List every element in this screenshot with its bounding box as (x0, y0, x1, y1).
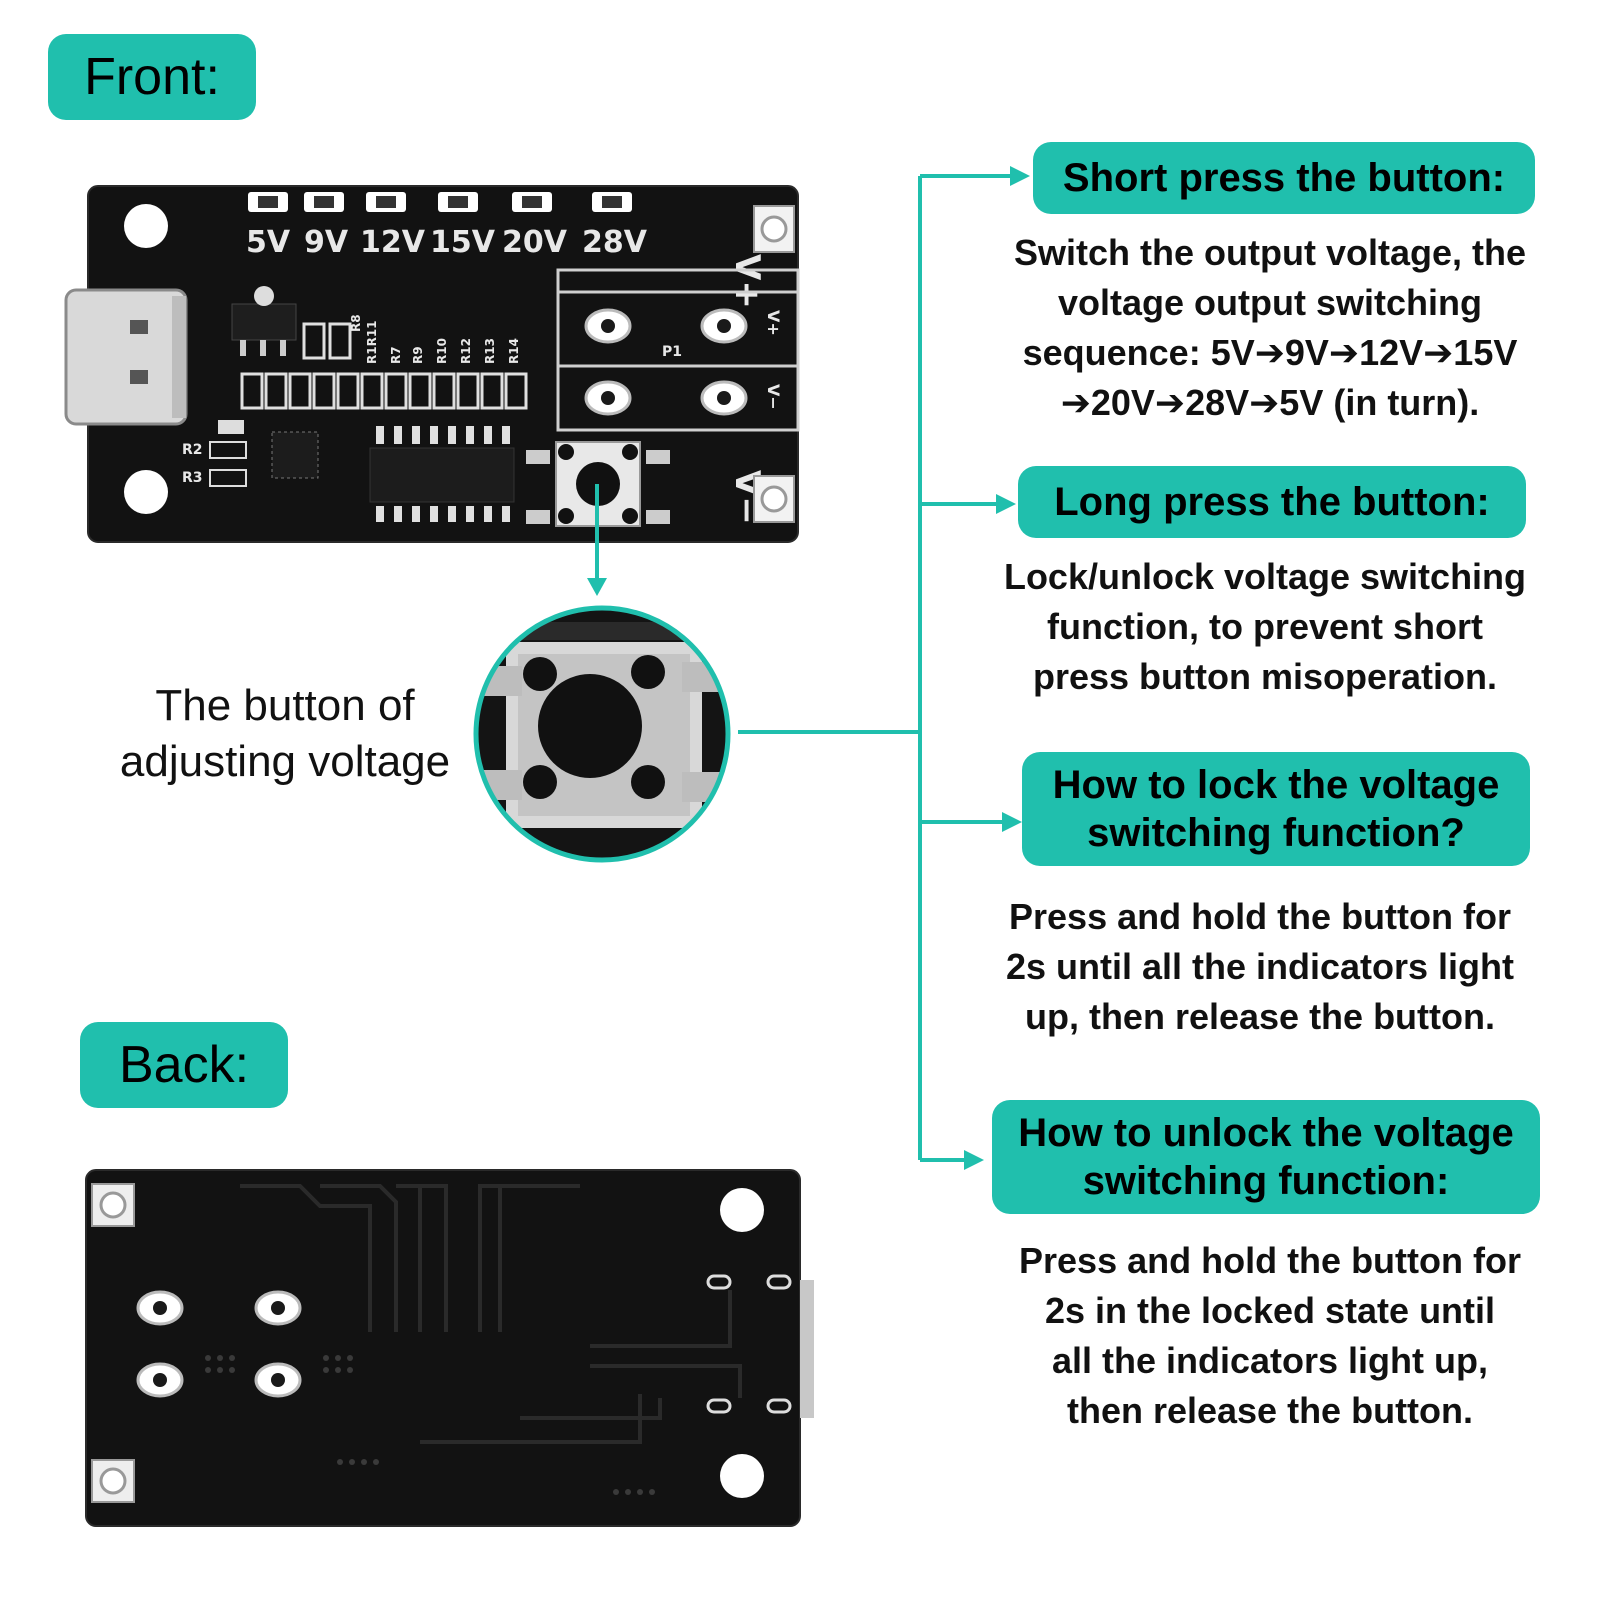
regulator-chip (231, 303, 297, 341)
instruction-body-long-press: Lock/unlock voltage switching function, … (970, 552, 1560, 702)
resistor-label-r1r11: R1R11 (365, 320, 379, 364)
body-line: voltage output switching (1058, 282, 1482, 323)
r2-label: R2 (182, 442, 203, 458)
body-line: all the indicators light up, (1051, 1340, 1489, 1381)
controller-chip (271, 431, 319, 479)
back-board (85, 1169, 814, 1527)
mount-hole (124, 204, 168, 248)
instruction-heading-unlock: How to unlock the voltage switching func… (992, 1100, 1540, 1214)
caption-line: adjusting voltage (119, 737, 451, 786)
resistor-row (240, 322, 528, 410)
terminal-label-plus: V+ (727, 254, 767, 309)
body-line: 2s in the locked state until (1044, 1290, 1496, 1331)
body-line: Lock/unlock voltage switching (1003, 556, 1527, 597)
voltage-label-12v: 12V (360, 225, 426, 260)
resistor-label-r14: R14 (507, 338, 521, 364)
body-line: press button misoperation. (1032, 656, 1498, 697)
body-line: Press and hold the button for (1019, 1240, 1521, 1281)
instruction-heading-lock: How to lock the voltage switching functi… (1022, 752, 1530, 866)
soic-chip (369, 447, 515, 503)
resistor-label-r13: R13 (483, 338, 497, 364)
heading-line: switching function? (1087, 811, 1465, 855)
front-label: Front: (48, 34, 256, 120)
resistor-label-r9: R9 (411, 346, 425, 364)
body-line: ➔20V➔28V➔5V (in turn). (1060, 382, 1480, 423)
mount-hole (124, 470, 168, 514)
front-board: 5V 9V 12V 15V 20V 28V V+ V− P1 V+ V− R8 … (64, 185, 800, 543)
instruction-heading-long-press: Long press the button: (1018, 466, 1526, 538)
body-line: then release the button. (1066, 1390, 1474, 1431)
mount-hole (720, 1454, 764, 1498)
resistor-label-r10: R10 (435, 338, 449, 364)
instruction-heading-short-press: Short press the button: (1033, 142, 1535, 214)
voltage-label-5v: 5V (246, 225, 291, 260)
resistor-label-r8: R8 (349, 314, 363, 332)
instruction-body-short-press: Switch the output voltage, the voltage o… (975, 228, 1565, 428)
voltage-label-15v: 15V (430, 225, 496, 260)
resistor-label-r7: R7 (389, 346, 403, 364)
back-label: Back: (80, 1022, 288, 1108)
body-line: 2s until all the indicators light (1005, 946, 1515, 987)
pad-label-plus: V+ (764, 310, 783, 336)
body-line: function, to prevent short (1047, 606, 1483, 647)
p1-label: P1 (662, 344, 682, 360)
resistor-label-r12: R12 (459, 338, 473, 364)
heading-line: switching function: (1082, 1159, 1450, 1203)
button-arrow (587, 484, 607, 596)
r3-label: R3 (182, 470, 203, 486)
voltage-label-9v: 9V (304, 225, 349, 260)
body-line: sequence: 5V➔9V➔12V➔15V (1022, 332, 1518, 373)
caption-line: The button of (155, 681, 415, 730)
body-line: Switch the output voltage, the (1014, 232, 1526, 273)
mount-hole (720, 1188, 764, 1232)
heading-line: Long press the button: (1054, 480, 1490, 524)
heading-line: How to unlock the voltage (1018, 1111, 1514, 1155)
heading-line: Short press the button: (1062, 156, 1506, 200)
pad-label-minus: V− (764, 384, 783, 410)
body-line: up, then release the button. (1024, 996, 1496, 1037)
button-zoom (473, 605, 731, 863)
instruction-body-lock: Press and hold the button for 2s until a… (965, 892, 1555, 1042)
button-caption: The button of adjusting voltage (100, 678, 470, 790)
heading-line: How to lock the voltage (1052, 763, 1500, 807)
voltage-label-28v: 28V (582, 225, 648, 260)
voltage-label-20v: 20V (502, 225, 568, 260)
body-line: Press and hold the button for (1009, 896, 1511, 937)
instruction-body-unlock: Press and hold the button for 2s in the … (975, 1236, 1565, 1436)
